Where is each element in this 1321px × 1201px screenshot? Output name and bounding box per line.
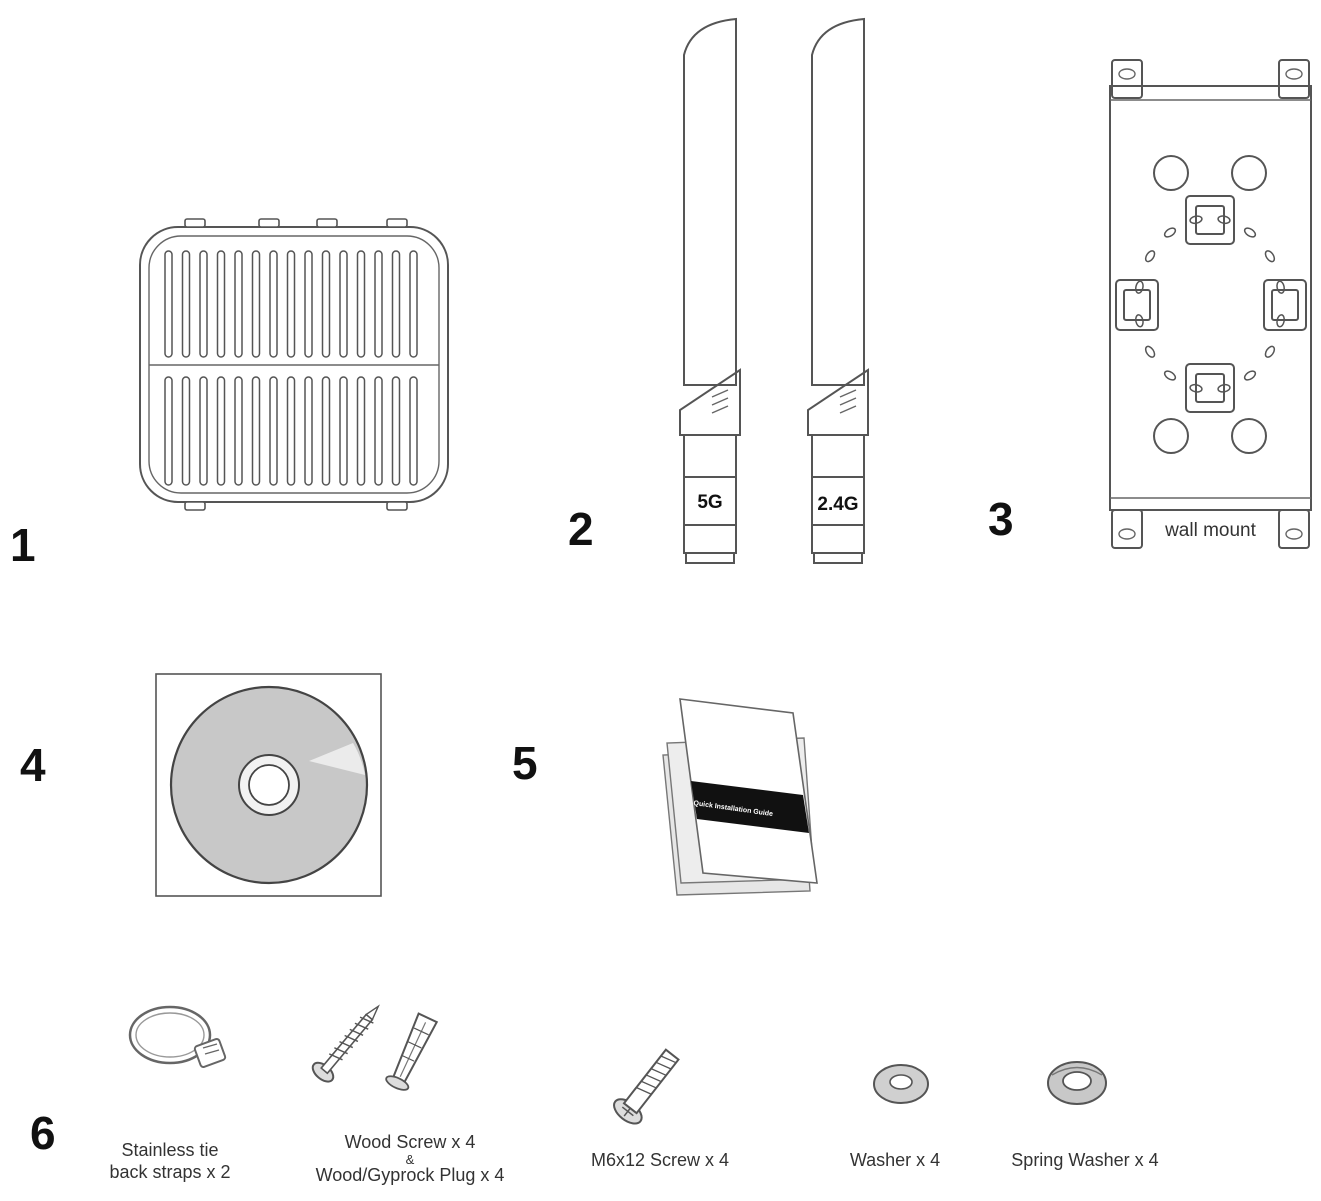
wall-mount-bracket-icon xyxy=(1109,59,1312,549)
item-number-3: 3 xyxy=(988,493,1014,545)
tie-strap-icon xyxy=(128,1005,227,1068)
antenna-2-4g xyxy=(807,17,869,564)
quick-installation-guide-icon xyxy=(662,698,818,896)
item-number-2: 2 xyxy=(568,503,594,555)
cd-disc-icon xyxy=(155,673,382,897)
item-number-6: 6 xyxy=(30,1107,56,1159)
bracket-label: wall mount xyxy=(1165,520,1256,541)
item-number-1: 1 xyxy=(10,519,36,571)
wood-screw-plug-icon xyxy=(311,1004,439,1091)
antenna-label-5g: 5G xyxy=(697,492,723,513)
tie-strap-caption: Stainless tie back straps x 2 xyxy=(109,1140,231,1182)
washer-caption: Washer x 4 xyxy=(849,1150,941,1170)
m6-screw-icon xyxy=(613,1048,680,1125)
spring-washer-caption: Spring Washer x 4 xyxy=(1011,1150,1159,1170)
antenna-label-2-4g: 2.4G xyxy=(817,494,859,515)
wood-screw-caption: Wood Screw x 4 & Wood/Gyprock Plug x 4 xyxy=(315,1132,505,1186)
outdoor-access-point-icon xyxy=(139,218,449,511)
washer-icon xyxy=(873,1064,929,1104)
m6-screw-caption: M6x12 Screw x 4 xyxy=(590,1150,730,1170)
antenna-5g xyxy=(679,17,741,564)
antenna-pair-icon xyxy=(679,17,869,564)
item-number-5: 5 xyxy=(512,737,538,789)
spring-washer-icon xyxy=(1047,1061,1107,1105)
item-number-4: 4 xyxy=(20,739,46,791)
